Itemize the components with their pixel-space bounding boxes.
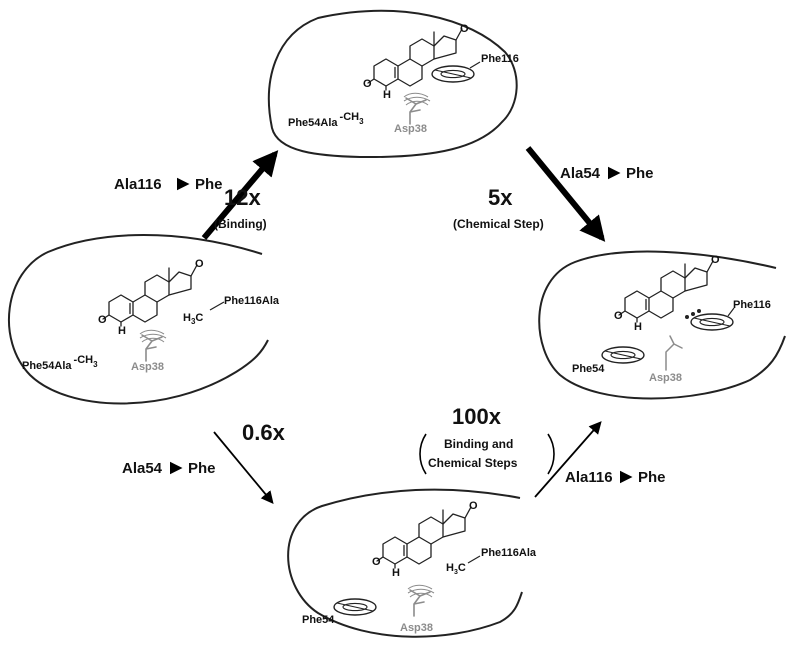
arrow-down-left [213,431,274,504]
enzyme-outline-top [268,9,518,159]
steroid-molecule-top [367,28,463,91]
arrow-up-right [534,421,602,498]
hydrogen-label: H [392,567,400,579]
phe54ala-label: Phe54Ala-CH3 [22,354,98,372]
step-label: (Chemical Step) [453,217,544,231]
step-label-line1: Binding and [444,437,513,451]
phenyl-ring-icon [431,65,475,83]
hydrogen-bond-dots [685,309,701,319]
oxo-label: O [372,556,381,568]
ketone-label: O [460,23,469,35]
oxo-label: O [98,314,107,326]
asp38-label: Asp38 [649,372,682,384]
asp38-label: Asp38 [394,123,427,135]
arrow-label-up-left: Ala116 Phe 12x (Binding) [114,176,267,231]
ketone-label: O [195,258,204,270]
panel-left-contents: O H O H3C Phe116Ala Asp38 Phe54Ala-CH3 [22,258,280,373]
enzyme-outline-right [538,250,786,400]
arrow-up-left [201,150,279,240]
fold-change-label: 100x [452,404,502,429]
enzyme-outline-left [8,234,269,405]
ketone-label: O [711,254,720,266]
mutation-target-label: Phe [188,460,216,477]
phenyl-ring-icon [690,313,734,331]
asp38-label: Asp38 [400,622,433,634]
panel-top-contents: O H O Phe116 Asp38 Phe54Ala-CH3 [288,23,519,135]
enzyme-outline-bottom [287,488,523,638]
panel-right-contents: O H O Phe116 Phe54 Asp38 [572,254,771,384]
mutation-label: Ala54 [122,460,163,477]
panel-bottom-contents: O H O H3C Phe116Ala Phe54 Asp38 [302,500,537,634]
phenyl-ring-icon [333,598,377,616]
h3c-group-label: H3C [446,562,466,576]
ketone-label: O [469,500,478,512]
h3c-group-label: H3C [183,312,203,326]
phe116-label: Phe116 [733,299,771,311]
mutation-target-label: Phe [638,469,666,486]
phe116-label: Phe116 [481,53,519,65]
phenyl-ring-icon [601,346,645,364]
arrow-label-down-right: Ala54 Phe 5x (Chemical Step) [453,165,654,231]
asp38-sidechain-icon [665,335,683,371]
fold-change-label: 12x [224,185,261,210]
steroid-molecule-bottom [376,506,472,569]
phe116ala-label: Phe116Ala [481,547,537,559]
fold-change-label: 0.6x [242,420,286,445]
step-label-line2: Chemical Steps [428,456,518,470]
asp38-sidechain-icon [139,329,167,362]
mutation-target-label: Phe [195,176,223,193]
arrow-down-right [525,146,606,242]
hydrogen-label: H [634,321,642,333]
arrow-label-up-right: 100x Binding and Chemical Steps Ala116 P… [419,404,666,486]
asp38-sidechain-icon [403,92,431,125]
oxo-label: O [363,78,372,90]
phe54-label: Phe54 [572,363,605,375]
step-label: (Binding) [214,217,267,231]
asp38-label: Asp38 [131,361,164,373]
hydrogen-label: H [118,325,126,337]
mutation-label: Ala116 [565,469,613,486]
mutation-label: Ala116 [114,176,162,193]
phe54-label: Phe54 [302,614,335,626]
hydrogen-label: H [383,89,391,101]
phe54ala-label: Phe54Ala-CH3 [288,111,364,129]
asp38-sidechain-icon [407,584,435,617]
fold-change-label: 5x [488,185,513,210]
oxo-label: O [614,310,623,322]
phe116ala-label: Phe116Ala [224,295,280,307]
arrow-label-down-left: 0.6x Ala54 Phe [122,420,286,477]
mutation-target-label: Phe [626,165,654,182]
mutation-label: Ala54 [560,165,601,182]
